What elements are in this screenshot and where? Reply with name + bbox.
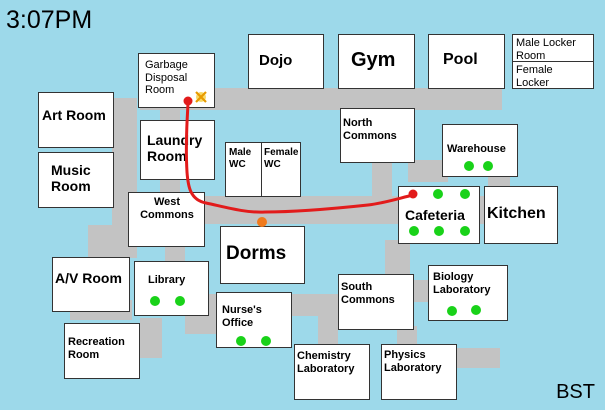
hallway-library-link (165, 244, 185, 264)
room-label-kitchen: Kitchen (487, 205, 546, 222)
room-label-male-locker: Male Locker Room (516, 37, 576, 62)
room-gym[interactable]: Gym (338, 34, 415, 89)
room-label-male-wc: Male WC (229, 147, 252, 170)
x-marker-icon (195, 91, 207, 103)
room-label-library: Library (148, 274, 186, 286)
room-recreation[interactable]: Recreation Room (64, 323, 140, 379)
person-dot (483, 161, 493, 171)
route-end-dot (408, 189, 418, 199)
room-label-north-commons: North Commons (343, 117, 397, 142)
room-label-nurse: Nurse's Office (222, 304, 262, 329)
room-label-physics: Physics Laboratory (384, 349, 442, 374)
room-label-av: A/V Room (55, 270, 122, 286)
room-dojo[interactable]: Dojo (248, 34, 324, 89)
room-pool[interactable]: Pool (428, 34, 505, 89)
room-art[interactable]: Art Room (38, 92, 114, 148)
person-dot (447, 306, 457, 316)
room-laundry[interactable]: Laundry Room (140, 120, 215, 180)
room-label-laundry: Laundry Room (147, 132, 203, 165)
person-dot (261, 336, 271, 346)
person-dot (409, 226, 419, 236)
hallway-west-south (88, 225, 130, 260)
hallway-warehouse-link (408, 160, 448, 182)
person-dot (471, 305, 481, 315)
room-label-recreation: Recreation Room (68, 336, 125, 361)
route-line (184, 99, 415, 214)
room-av[interactable]: A/V Room (52, 257, 130, 312)
hallway-south-right (455, 348, 500, 368)
room-female-wc[interactable]: Female WC (261, 142, 301, 197)
room-kitchen[interactable]: Kitchen (484, 186, 558, 244)
person-dot (460, 226, 470, 236)
room-label-garbage: Garbage Disposal Room (145, 59, 188, 97)
room-label-pool: Pool (443, 51, 478, 68)
room-label-biology: Biology Laboratory (433, 271, 491, 296)
room-label-dorms: Dorms (226, 243, 287, 264)
hallway-physics-link (397, 326, 417, 348)
room-music[interactable]: Music Room (38, 152, 114, 208)
room-female-locker[interactable]: Female Locker (512, 61, 594, 89)
room-west-commons[interactable]: West Commons (128, 192, 205, 247)
hallway-south-vertical (318, 312, 338, 350)
person-dot (464, 161, 474, 171)
room-north-commons[interactable]: North Commons (340, 108, 415, 163)
clock-label: 3:07PM (6, 6, 93, 34)
person-dot (150, 296, 160, 306)
room-nurse[interactable]: Nurse's Office (216, 292, 292, 348)
room-label-warehouse: Warehouse (447, 143, 506, 155)
corner-label: BST (556, 381, 595, 403)
room-label-music: Music Room (51, 162, 91, 195)
room-library[interactable]: Library (134, 261, 209, 316)
room-label-female-locker: Female Locker (516, 64, 553, 89)
hallway-north (140, 88, 502, 110)
room-male-locker[interactable]: Male Locker Room (512, 34, 594, 62)
person-dot (460, 189, 470, 199)
room-label-cafeteria: Cafeteria (405, 207, 465, 223)
room-label-dojo: Dojo (259, 52, 293, 69)
room-label-gym: Gym (351, 49, 396, 71)
person-dot (433, 189, 443, 199)
room-physics[interactable]: Physics Laboratory (381, 344, 457, 400)
room-label-chemistry: Chemistry Laboratory (297, 350, 355, 375)
room-warehouse[interactable]: Warehouse (442, 124, 518, 177)
room-label-female-wc: Female WC (264, 147, 299, 170)
room-label-art: Art Room (42, 107, 106, 123)
room-south-commons[interactable]: South Commons (338, 274, 414, 330)
person-dot (434, 226, 444, 236)
room-label-south-commons: South Commons (341, 281, 395, 306)
room-dorms[interactable]: Dorms (220, 226, 305, 284)
room-label-west-commons: West Commons (140, 196, 194, 221)
route-start-dot (183, 96, 193, 106)
hallway-north-commons-link (372, 160, 392, 202)
room-biology[interactable]: Biology Laboratory (428, 265, 508, 321)
room-chemistry[interactable]: Chemistry Laboratory (294, 344, 370, 400)
person-dot (236, 336, 246, 346)
hallway-recreation (140, 318, 162, 358)
person-dot (175, 296, 185, 306)
hallway-library-nurse (185, 312, 217, 334)
person-orange-dot (257, 217, 267, 227)
hallway-cafeteria-south (385, 240, 410, 278)
